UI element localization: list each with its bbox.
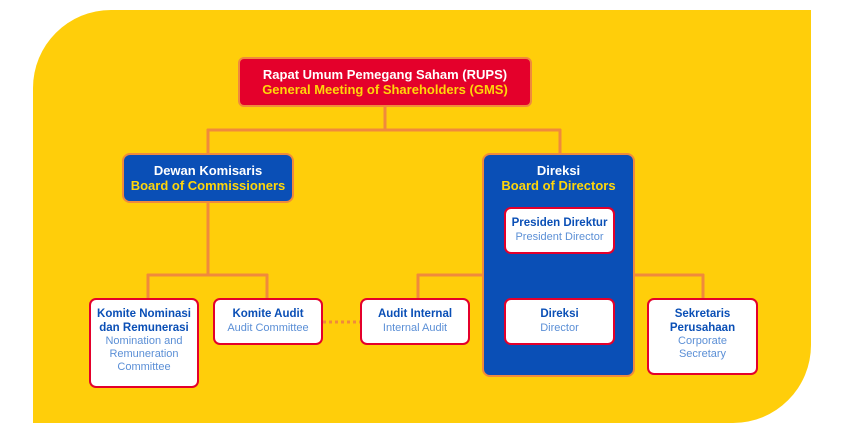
audit-committee-box: Komite Audit Audit Committee — [213, 298, 323, 345]
secretary-subtitle-line-2: Secretary — [678, 348, 727, 361]
secretary-title-line-2: Perusahaan — [669, 321, 736, 334]
internal-audit-subtitle: Internal Audit — [382, 321, 448, 334]
nomination-subtitle-line-1: Nomination and — [105, 335, 183, 348]
internal-audit-title: Audit Internal — [377, 308, 453, 320]
nomination-subtitle-line-2: Remuneration — [109, 348, 179, 361]
secretary-subtitle-line-1: Corporate — [678, 335, 727, 348]
president-director-box: Presiden Direktur President Director — [504, 207, 615, 254]
nomination-subtitle-line-3: Committee — [117, 361, 171, 374]
president-title: Presiden Direktur — [511, 217, 608, 229]
president-subtitle: President Director — [515, 230, 604, 243]
nomination-title-line-1: Komite Nominasi — [97, 308, 191, 320]
rups-box: Rapat Umum Pemegang Saham (RUPS) General… — [238, 57, 532, 107]
audit-committee-subtitle: Audit Committee — [227, 321, 309, 334]
corporate-secretary-box: Sekretaris Perusahaan Corporate Secretar… — [647, 298, 758, 375]
audit-committee-title: Komite Audit — [232, 308, 304, 320]
board-of-commissioners-box: Dewan Komisaris Board of Commissioners — [122, 153, 294, 203]
directors-title: Direksi — [536, 163, 581, 178]
rups-subtitle: General Meeting of Shareholders (GMS) — [262, 82, 508, 98]
commissioners-subtitle: Board of Commissioners — [130, 178, 286, 194]
secretary-title-line-1: Sekretaris — [674, 308, 731, 320]
directors-subtitle: Board of Directors — [501, 178, 616, 194]
rups-title: Rapat Umum Pemegang Saham (RUPS) — [262, 67, 508, 82]
nomination-title-line-2: dan Remunerasi — [99, 321, 189, 334]
director-subtitle: Director — [540, 321, 579, 334]
commissioners-title: Dewan Komisaris — [153, 163, 263, 178]
director-box: Direksi Director — [504, 298, 615, 345]
director-title: Direksi — [540, 308, 579, 320]
nomination-remuneration-committee-box: Komite Nominasi dan Remunerasi Nominatio… — [89, 298, 199, 388]
internal-audit-box: Audit Internal Internal Audit — [360, 298, 470, 345]
